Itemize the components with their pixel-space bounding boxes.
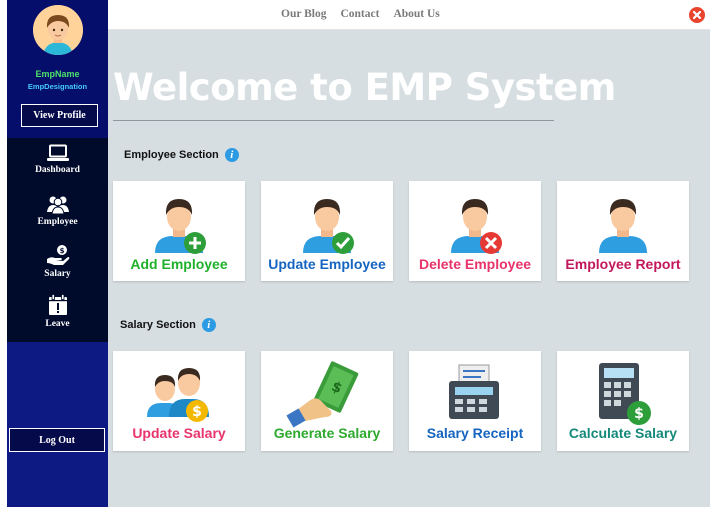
main-content: Welcome to EMP System Employee Section i… <box>108 30 710 507</box>
section-title-text: Employee Section <box>124 149 219 161</box>
employee-name: EmpName <box>35 69 80 79</box>
section-title-text: Salary Section <box>120 319 196 331</box>
employee-report-card[interactable]: Employee Report <box>557 181 689 281</box>
update-employee-icon <box>303 199 354 254</box>
sidebar-item-leave[interactable]: Leave <box>7 294 108 329</box>
svg-text:$: $ <box>59 247 64 255</box>
generate-salary-card[interactable]: $ Generate Salary <box>261 351 393 451</box>
svg-text:$: $ <box>192 404 202 420</box>
heading-divider <box>113 120 554 121</box>
sidebar-item-label: Leave <box>45 319 70 329</box>
card-label: Employee Report <box>565 256 681 272</box>
card-label: Generate Salary <box>273 425 381 441</box>
sidebar-item-dashboard[interactable]: Dashboard <box>7 144 108 175</box>
card-label: Salary Receipt <box>426 425 524 441</box>
employee-designation: EmpDesignation <box>27 82 88 91</box>
top-nav-links: Our Blog Contact About Us <box>281 8 440 20</box>
delete-employee-card[interactable]: Delete Employee <box>409 181 541 281</box>
employee-report-icon <box>599 199 647 253</box>
sidebar-nav: Dashboard Employee $ Salary <box>7 138 108 342</box>
profile-panel: EmpName EmpDesignation View Profile <box>7 0 108 132</box>
contact-link[interactable]: Contact <box>340 8 380 20</box>
update-employee-card[interactable]: Update Employee <box>261 181 393 281</box>
calculate-salary-icon: $ <box>599 363 651 425</box>
salary-receipt-card[interactable]: Salary Receipt <box>409 351 541 451</box>
sidebar-item-label: Employee <box>37 217 78 227</box>
card-label: Calculate Salary <box>568 425 678 441</box>
info-icon[interactable]: i <box>224 148 239 162</box>
about-us-link[interactable]: About Us <box>393 8 440 20</box>
delete-employee-icon <box>451 199 502 254</box>
employees-icon <box>46 196 69 214</box>
logout-button[interactable]: Log Out <box>9 428 105 452</box>
avatar <box>33 5 83 55</box>
sidebar-item-employee[interactable]: Employee <box>7 194 108 227</box>
info-icon[interactable]: i <box>201 318 216 332</box>
close-icon <box>692 10 702 20</box>
close-button[interactable] <box>689 7 705 23</box>
calculate-salary-card[interactable]: $ Calculate Salary <box>557 351 689 451</box>
top-bar: Our Blog Contact About Us <box>108 0 710 30</box>
card-label: Delete Employee <box>418 256 532 272</box>
salary-hand-icon: $ <box>46 245 69 265</box>
update-salary-card[interactable]: $ Update Salary <box>113 351 245 451</box>
view-profile-button[interactable]: View Profile <box>21 104 98 127</box>
salary-section-title: Salary Section i <box>120 318 216 332</box>
employee-section-title: Employee Section i <box>124 148 239 162</box>
generate-salary-icon: $ <box>286 361 359 428</box>
sidebar-item-label: Salary <box>44 269 71 279</box>
svg-text:$: $ <box>634 406 644 422</box>
card-label: Add Employee <box>130 256 228 272</box>
card-label: Update Salary <box>132 425 226 441</box>
calendar-icon <box>48 294 67 315</box>
our-blog-link[interactable]: Our Blog <box>281 8 327 20</box>
laptop-icon <box>46 144 69 161</box>
sidebar: EmpName EmpDesignation View Profile Dash… <box>7 0 108 507</box>
welcome-heading: Welcome to EMP System <box>113 66 616 109</box>
update-salary-icon: $ <box>147 368 209 422</box>
card-label: Update Employee <box>268 256 386 272</box>
salary-receipt-icon <box>449 364 499 419</box>
sidebar-item-salary[interactable]: $ Salary <box>7 244 108 279</box>
avatar-person-icon <box>33 5 83 55</box>
add-employee-icon <box>155 199 206 254</box>
sidebar-item-label: Dashboard <box>35 165 80 175</box>
window-edge <box>0 0 7 507</box>
sidebar-lower-panel <box>7 340 108 507</box>
add-employee-card[interactable]: Add Employee <box>113 181 245 281</box>
